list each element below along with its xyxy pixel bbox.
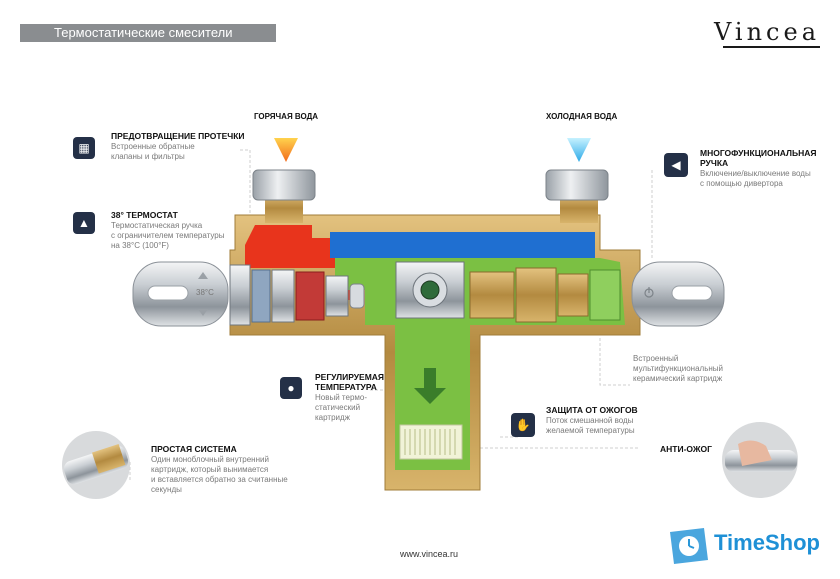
outlet-filter-grille xyxy=(404,429,456,455)
feature-title: ПРЕДОТВРАЩЕНИЕ ПРОТЕЧКИ xyxy=(111,131,245,141)
ceramic-cartridge xyxy=(469,267,621,323)
thermometer-icon: ▲ xyxy=(73,212,95,234)
hot-inlet-nut xyxy=(252,169,316,201)
cold-flow-arrow xyxy=(567,138,591,162)
temp-up-arrow xyxy=(198,272,208,279)
mixing-block xyxy=(395,261,465,319)
cold-inlet-nut xyxy=(545,169,609,201)
brand-logo: Vincea xyxy=(714,18,820,46)
feature-thermostat: 38° ТЕРМОСТАТ Термостатическая ручка с о… xyxy=(111,210,225,250)
temperature-knob-icon: ● xyxy=(280,377,302,399)
footer-url: www.vincea.ru xyxy=(400,549,459,559)
hand-shape xyxy=(738,440,772,466)
header-title: Термостатические смесители xyxy=(54,25,233,40)
thermostatic-cartridge xyxy=(229,264,365,326)
timeshop-watermark: TimeShop xyxy=(714,530,820,555)
feature-multifunction-handle: МНОГОФУНКЦИОНАЛЬНАЯ РУЧКА Включение/выкл… xyxy=(700,148,817,188)
leak-prevention-icon: ▦ xyxy=(73,137,95,159)
cold-water-channel xyxy=(330,232,595,258)
feature-anti-burn: АНТИ-ОЖОГ xyxy=(660,444,712,454)
feature-leak-prevention: ПРЕДОТВРАЩЕНИЕ ПРОТЕЧКИ Встроенные обрат… xyxy=(111,131,245,161)
outlet-arrow xyxy=(414,368,446,404)
feature-adjustable-temperature: РЕГУЛИРУЕМАЯ ТЕМПЕРАТУРА Новый термо- ст… xyxy=(315,372,385,422)
cold-water-label: ХОЛОДНАЯ ВОДА xyxy=(546,112,618,121)
timeshop-logo-icon xyxy=(670,528,708,564)
feature-ceramic-cartridge: Встроенный мультифункциональный керамиче… xyxy=(633,354,724,383)
hot-flow-arrow xyxy=(274,138,298,162)
handle-slot-right xyxy=(671,285,713,301)
temp-down-arrow xyxy=(198,309,208,316)
feature-burn-protection: ЗАЩИТА ОТ ОЖОГОВ Поток смешанной воды же… xyxy=(546,405,638,435)
diverter-icon: ◀ xyxy=(664,153,688,177)
handle-slot-left xyxy=(147,285,189,301)
brand-underline xyxy=(723,46,820,48)
header-bar: Термостатические смесители xyxy=(20,24,276,42)
hot-water-label: ГОРЯЧАЯ ВОДА xyxy=(254,112,319,121)
hand-icon: ✋ xyxy=(511,413,535,437)
temp-marker: 38°C xyxy=(196,288,214,297)
feature-simple-system: ПРОСТАЯ СИСТЕМА Один моноблочный внутрен… xyxy=(151,444,288,494)
mixing-port-inner xyxy=(420,280,440,300)
